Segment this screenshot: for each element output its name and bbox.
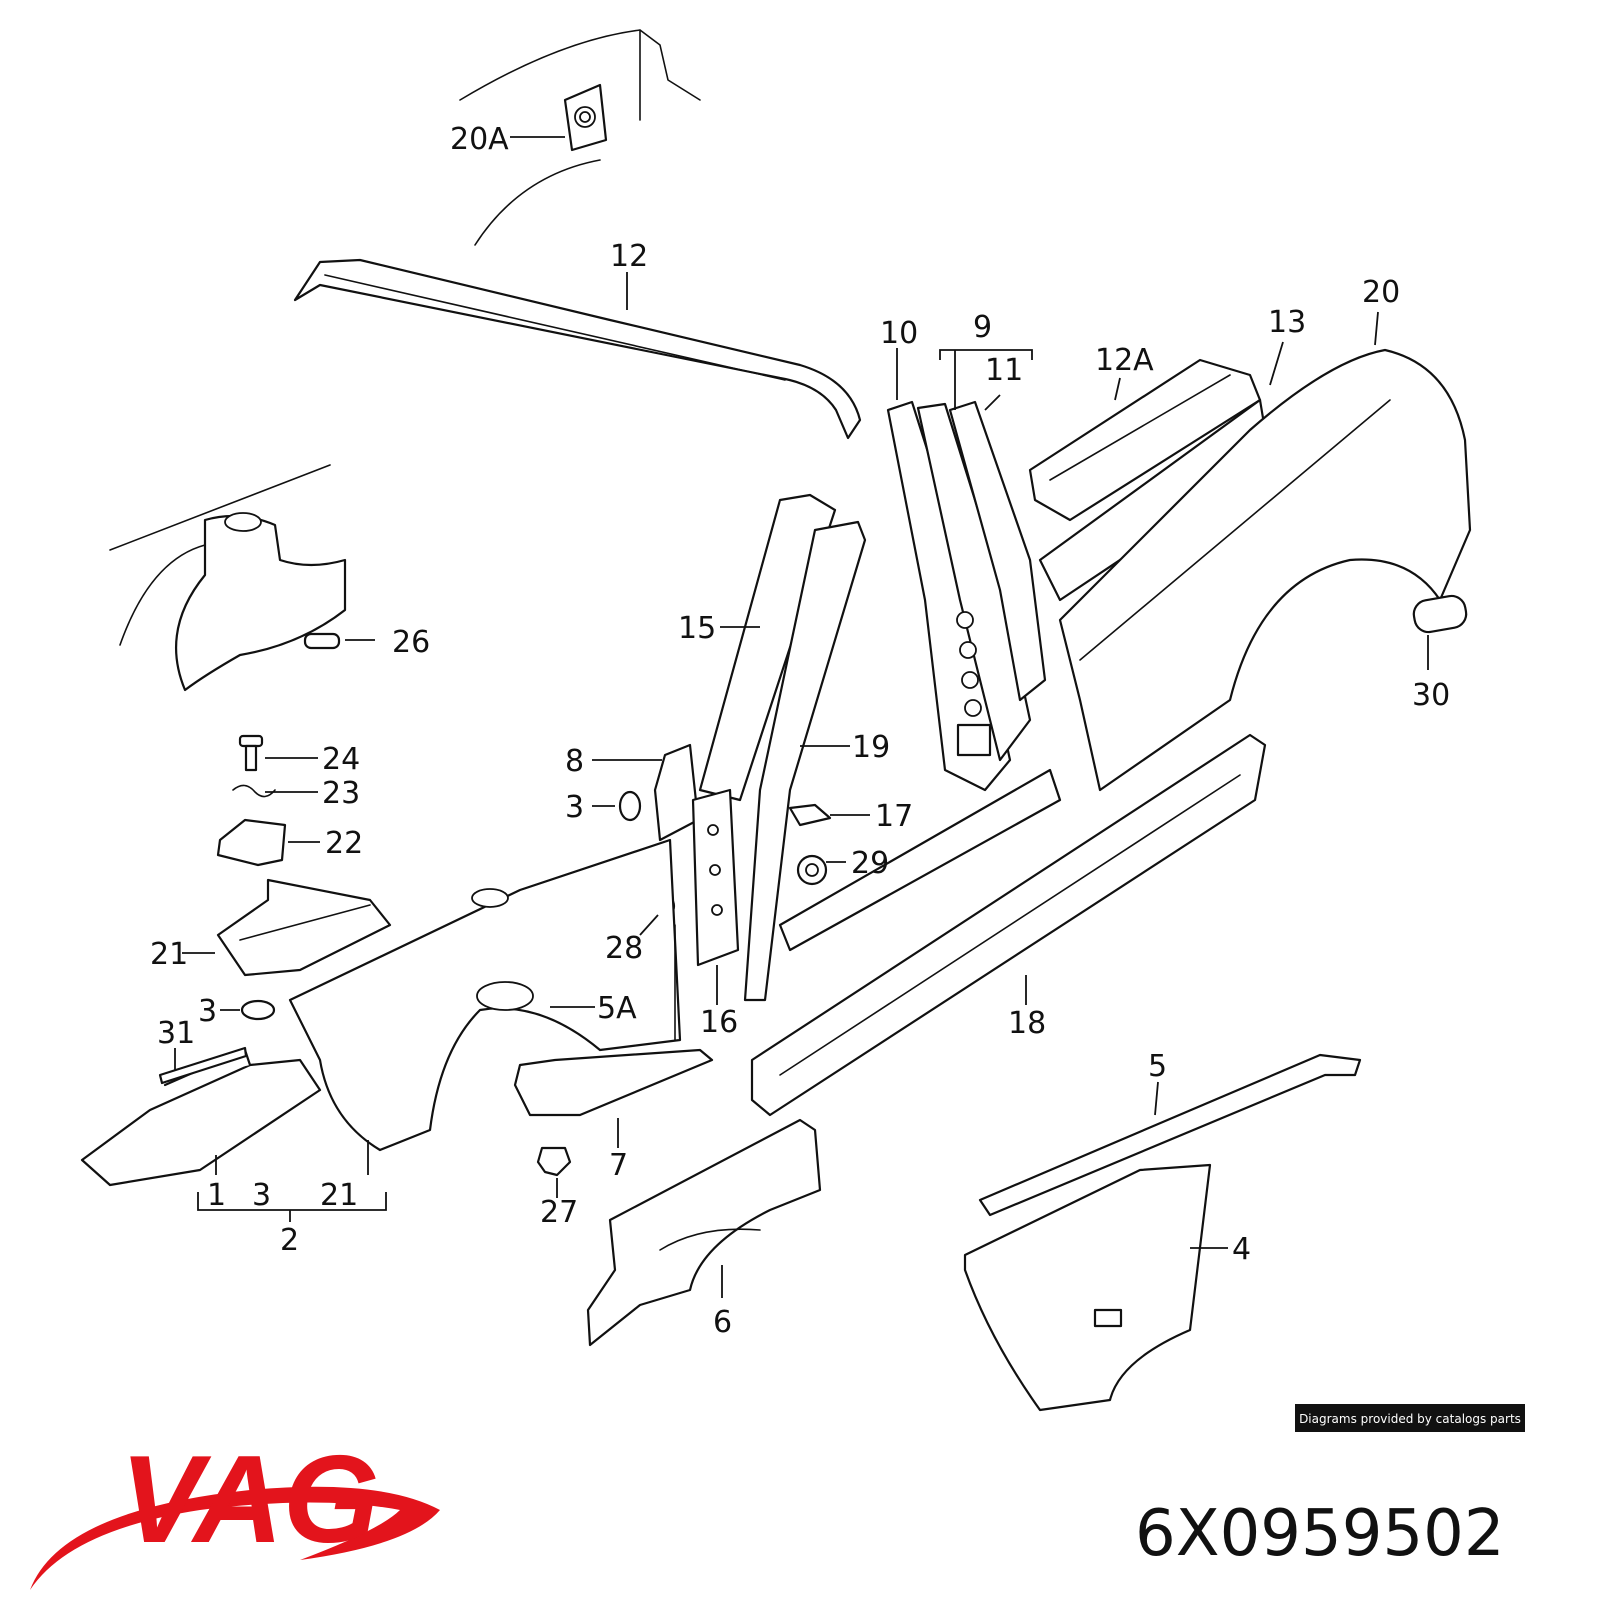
part-29-grommet [796,854,828,886]
part-3-washer-b [240,999,276,1021]
label-5A: 5A [597,991,637,1026]
part-24-bolt [238,734,264,772]
label-3-upper: 3 [565,790,584,825]
label-20A: 20A [450,122,509,157]
label-7: 7 [609,1148,628,1183]
part-12A-13-panels [1028,358,1272,602]
label-26: 26 [392,625,430,660]
part-18-sill [750,733,1267,1117]
label-4: 4 [1232,1232,1251,1267]
label-28: 28 [605,931,643,966]
callout-labels: 20A 12 10 9 11 12A 13 20 26 15 30 24 23 … [150,122,1450,1340]
part-27-clip [536,1146,572,1177]
label-23: 23 [322,776,360,811]
part-30-plug [1412,594,1468,634]
label-29: 29 [851,846,889,881]
credit-text: Diagrams provided by catalogs parts [1299,1412,1521,1426]
part-16-reinforcement [691,788,740,967]
part-26-wheelhouse [109,464,347,692]
part-front-structure [80,838,682,1187]
label-6: 6 [713,1305,732,1340]
label-3-middle: 3 [198,994,217,1029]
label-3-lower: 3 [252,1178,271,1213]
label-20: 20 [1362,275,1400,310]
label-11: 11 [985,353,1023,388]
label-30: 30 [1412,678,1450,713]
label-24: 24 [322,742,360,777]
label-19: 19 [852,730,890,765]
label-31: 31 [157,1016,195,1051]
label-9: 9 [973,310,992,345]
label-22: 22 [325,826,363,861]
part-8-bracket [653,743,700,842]
label-5: 5 [1148,1049,1167,1084]
label-15: 15 [678,611,716,646]
label-21-left: 21 [150,937,188,972]
label-8: 8 [565,744,584,779]
part-17-clip [788,803,832,827]
part-3-washer-a [618,790,642,822]
label-21-lower: 21 [320,1178,358,1213]
part-21-support [216,878,392,977]
logo-text: VAG [120,1431,380,1569]
part-5-strip [978,1053,1362,1217]
label-12: 12 [610,239,648,274]
part-15-19-pillars [698,493,867,1002]
vag-logo: VAG [30,1431,440,1590]
credit-badge: Diagrams provided by catalogs parts [1295,1404,1525,1432]
part-number: 6X0959502 [1135,1497,1505,1571]
label-1: 1 [207,1178,226,1213]
label-18: 18 [1008,1006,1046,1041]
part-6-panel [586,1118,822,1347]
label-16: 16 [700,1005,738,1040]
part-7-bracket [513,1048,714,1117]
label-27: 27 [540,1195,578,1230]
part-22-bracket [216,818,287,867]
label-17: 17 [875,799,913,834]
part-4-panel [963,1163,1212,1412]
part-31-strip [158,1046,248,1085]
part-23-washer [232,784,276,798]
label-10: 10 [880,316,918,351]
label-12A: 12A [1095,343,1154,378]
part-12-roof-rail [293,258,862,440]
part-20A-area [459,29,701,246]
leader-lines [174,136,1429,1298]
part-10-pillar [886,400,1047,792]
label-2: 2 [280,1223,299,1258]
label-13: 13 [1268,305,1306,340]
